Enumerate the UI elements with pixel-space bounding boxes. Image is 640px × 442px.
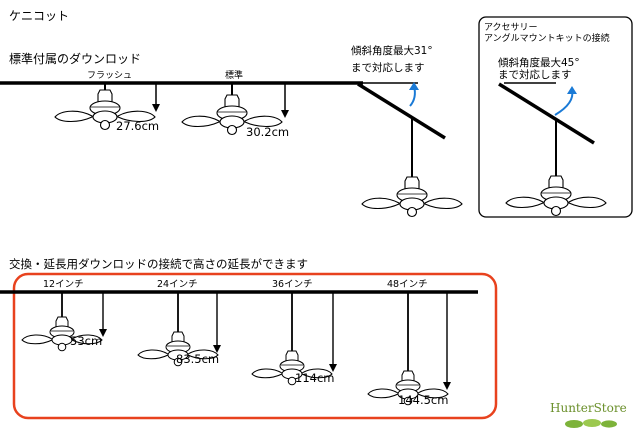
rod-24-label: 24インチ xyxy=(157,279,198,290)
slope-note-31-line1: 傾斜角度最大31° xyxy=(351,45,433,57)
accessory-box xyxy=(478,16,633,218)
rod-12-label: 12インチ xyxy=(43,279,84,290)
rod-24-length: 83.5cm xyxy=(176,352,220,366)
length-arrow-standard xyxy=(281,84,289,118)
slope-note-45-line1: 傾斜角度最大45° xyxy=(498,57,580,69)
fan-rod-48 xyxy=(367,292,451,406)
fan-standard xyxy=(181,83,283,136)
flush-length: 27.6cm xyxy=(116,119,160,133)
rod-36-label: 36インチ xyxy=(272,279,313,290)
page-title: ケニコット xyxy=(9,9,70,23)
slope-note-31-line2: まで対応します xyxy=(351,62,425,74)
accessory-title-line1: アクセサリー xyxy=(484,23,538,33)
brand-name: HunterStore xyxy=(550,401,627,415)
highlight-frame xyxy=(12,272,498,420)
sloped-ceiling-31 xyxy=(357,82,463,218)
standard-length: 30.2cm xyxy=(246,125,290,139)
standard-heading: 標準付属のダウンロッド xyxy=(9,52,142,66)
standard-section xyxy=(0,81,463,218)
fan-rod-36 xyxy=(251,292,337,386)
extension-heading: 交換・延長用ダウンロッドの接続で高さの延長ができます xyxy=(9,257,308,271)
accessory-title-line2: アングルマウントキットの接続 xyxy=(484,34,610,44)
rod-48-label: 48インチ xyxy=(387,279,428,290)
length-arrow-flush xyxy=(152,84,160,112)
fan-rod-12 xyxy=(21,292,107,352)
standard-label: 標準 xyxy=(225,71,244,81)
slope-note-45-line2: まで対応します xyxy=(498,69,572,81)
fan-rod-24 xyxy=(137,292,221,367)
rod-36-length: 114cm xyxy=(295,371,335,385)
rod-12-length: 53cm xyxy=(70,334,103,348)
fan-flush xyxy=(54,83,156,131)
rod-48-length: 144.5cm xyxy=(398,393,449,407)
flush-label: フラッシュ xyxy=(87,71,133,81)
brand-leaf-logo xyxy=(565,419,617,428)
extension-section xyxy=(0,272,498,420)
